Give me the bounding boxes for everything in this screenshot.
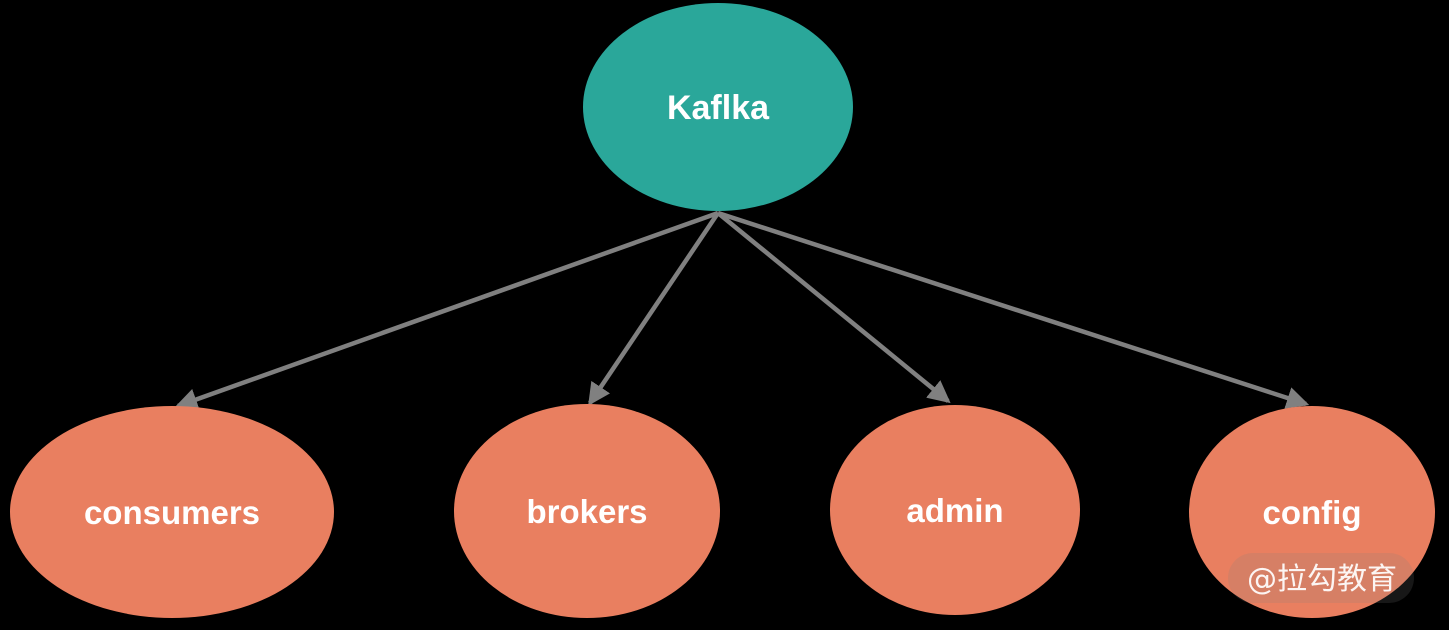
node-config-ellipse — [1189, 406, 1435, 618]
edge-root-to-config — [717, 210, 1310, 409]
edge-root-to-admin — [716, 211, 951, 404]
node-admin-ellipse — [830, 405, 1080, 615]
watermark-label: @拉勾教育 — [1247, 562, 1397, 597]
node-brokers-ellipse — [454, 404, 720, 618]
edge-root-to-brokers — [588, 211, 720, 406]
node-brokers-label: brokers — [526, 493, 647, 530]
node-root-ellipse — [583, 3, 853, 211]
node-config-label: config — [1263, 494, 1362, 531]
node-consumers-ellipse — [10, 406, 334, 618]
node-root-label: Kaflka — [667, 89, 770, 127]
node-admin-label: admin — [906, 492, 1003, 529]
watermark-pill — [1228, 553, 1414, 603]
node-consumers-label: consumers — [84, 494, 260, 531]
edge-root-to-consumers — [174, 210, 719, 411]
